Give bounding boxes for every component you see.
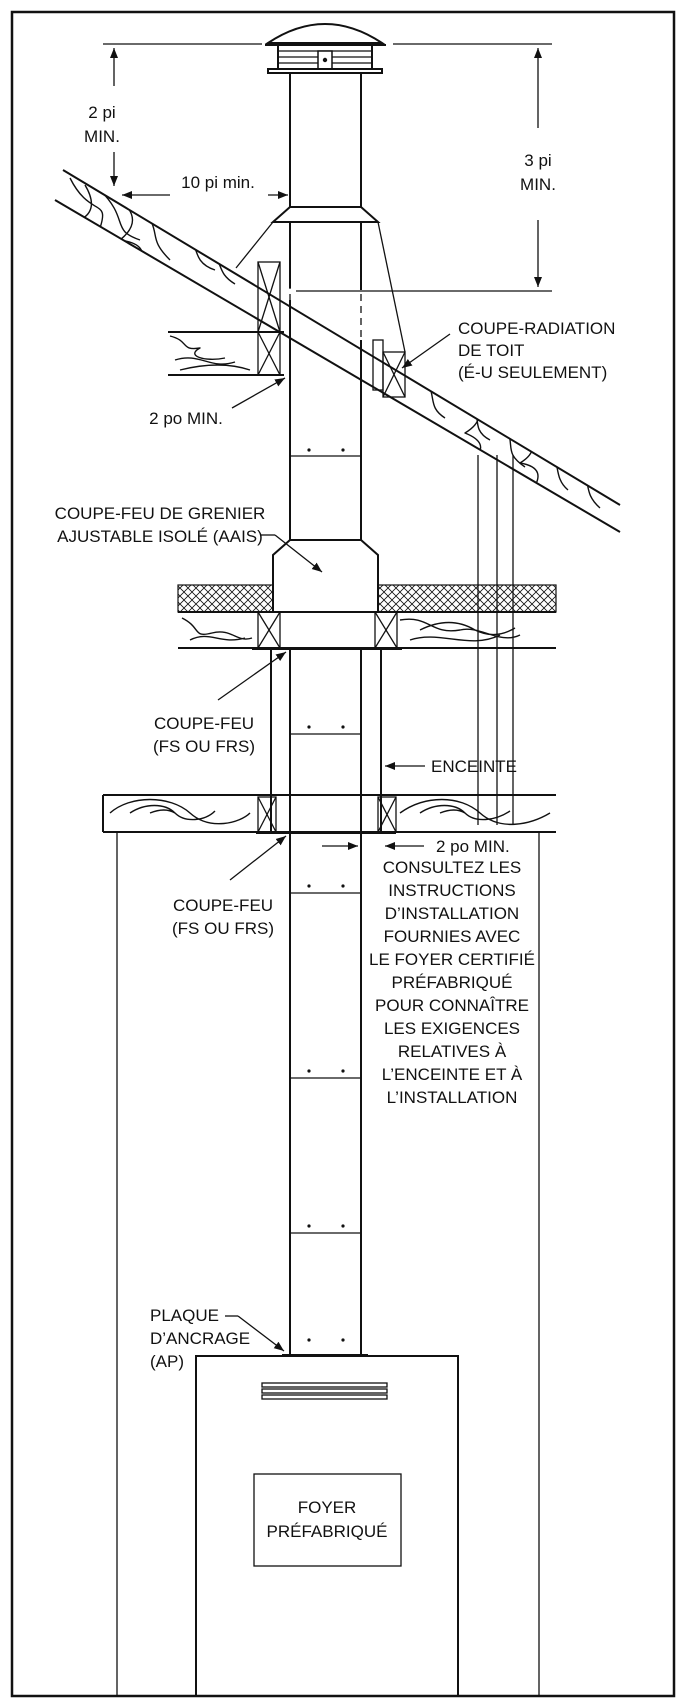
label-enclosure: ENCEINTE	[431, 757, 517, 776]
label-attic-2: AJUSTABLE ISOLÉ (AAIS)	[57, 527, 263, 546]
chimney-cap	[264, 23, 386, 74]
leader-anchor-arrow	[237, 1315, 285, 1352]
chimney-pipe-lower	[282, 833, 368, 1356]
note-line: L’ENCEINTE ET À	[382, 1065, 523, 1084]
label-fireplace-1: FOYER	[298, 1498, 357, 1517]
label-roof-2po: 2 po MIN.	[149, 409, 223, 428]
roof-joist-left	[168, 261, 284, 376]
leader-firestop-1	[217, 651, 287, 701]
label-3pi-line1: 3 pi	[524, 151, 551, 170]
label-firestop1-1: COUPE-FEU	[154, 714, 254, 733]
note-line: LE FOYER CERTIFIÉ	[369, 950, 535, 969]
label-roof-shield-3: (É-U SEULEMENT)	[458, 363, 607, 382]
leader-roof-2po	[231, 377, 286, 409]
label-attic-1: COUPE-FEU DE GRENIER	[55, 504, 266, 523]
note-line: PRÉFABRIQUÉ	[392, 973, 513, 992]
note-line: POUR CONNAÎTRE	[375, 996, 529, 1015]
label-anchor-2: D’ANCRAGE	[150, 1329, 250, 1348]
label-3pi-line2: MIN.	[520, 175, 556, 194]
label-2pi-line2: MIN.	[84, 127, 120, 146]
roof-radiation-shield	[372, 339, 406, 398]
leader-firestop-2	[229, 835, 287, 881]
label-fireplace-2: PRÉFABRIQUÉ	[267, 1522, 388, 1541]
leader-attic-arrow	[274, 534, 323, 573]
note-line: INSTRUCTIONS	[388, 881, 516, 900]
label-roof-shield-2: DE TOIT	[458, 341, 524, 360]
label-firestop2-1: COUPE-FEU	[173, 896, 273, 915]
label-2pi-line1: 2 pi	[88, 103, 115, 122]
label-encl-2po: 2 po MIN.	[436, 837, 510, 856]
exterior-wall	[477, 455, 514, 825]
page-border	[10, 10, 676, 1698]
note-line: FOURNIES AVEC	[384, 927, 521, 946]
chimney-pipe-middle	[270, 649, 382, 894]
note-line: LES EXIGENCES	[384, 1019, 520, 1038]
label-firestop2-2: (FS OU FRS)	[172, 919, 274, 938]
roof-slope	[54, 169, 621, 533]
label-anchor-1: PLAQUE	[150, 1306, 219, 1325]
label-anchor-3: (AP)	[150, 1352, 184, 1371]
note-line: RELATIVES À	[398, 1042, 507, 1061]
note-line: L’INSTALLATION	[387, 1088, 518, 1107]
label-roof-shield-1: COUPE-RADIATION	[458, 319, 615, 338]
fireplace	[195, 1355, 459, 1697]
chimney-pipe	[235, 73, 406, 613]
installation-note: CONSULTEZ LES INSTRUCTIONS D’INSTALLATIO…	[369, 858, 535, 1107]
label-10pi: 10 pi min.	[181, 173, 255, 192]
label-firestop1-2: (FS OU FRS)	[153, 737, 255, 756]
note-line: D’INSTALLATION	[385, 904, 519, 923]
note-line: CONSULTEZ LES	[383, 858, 522, 877]
floor-joist	[102, 794, 556, 834]
leader-roof-shield	[401, 333, 451, 369]
attic-floor	[177, 584, 557, 650]
